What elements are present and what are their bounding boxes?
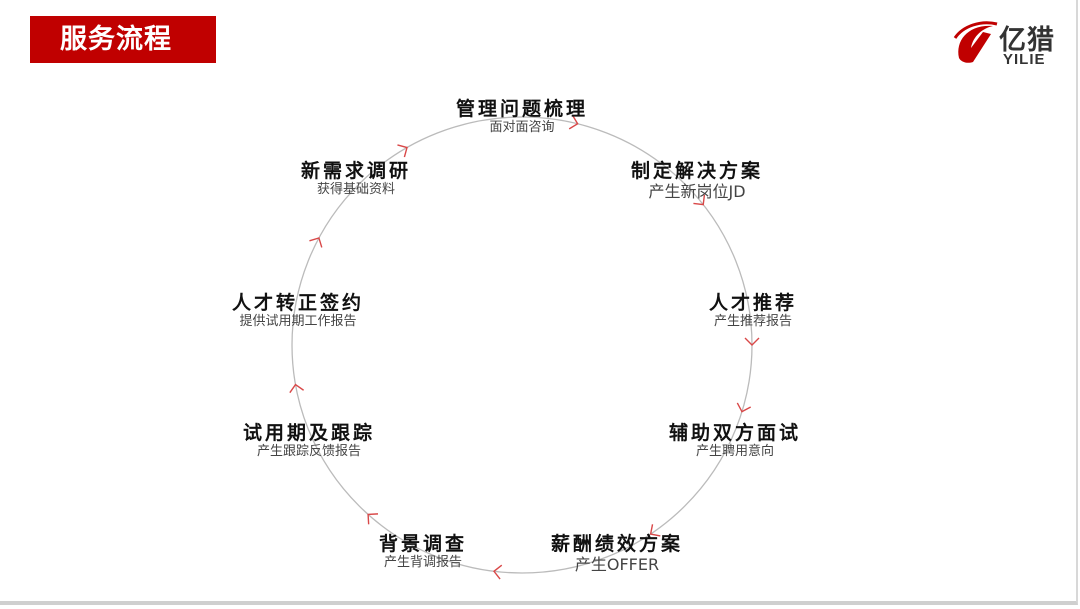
logo-swoosh-icon	[953, 21, 998, 63]
company-logo: 亿猎 YILIE	[953, 18, 1063, 70]
step-title: 辅助双方面试	[668, 422, 802, 444]
logo-english-text: YILIE	[1003, 51, 1046, 68]
step-title: 薪酬绩效方案	[550, 533, 684, 555]
step-subtitle: 提供试用期工作报告	[239, 314, 357, 329]
step-subtitle: 产生聘用意向	[695, 444, 775, 459]
step-subtitle: 产生跟踪反馈报告	[256, 444, 362, 459]
flow-arrow-icon	[492, 564, 503, 580]
flow-arrow-icon	[649, 524, 661, 537]
step-title: 制定解决方案	[630, 160, 764, 182]
flow-arrow-icon	[397, 144, 408, 158]
step-subtitle: 获得基础资料	[316, 182, 396, 197]
flow-arrow-icon	[736, 402, 752, 413]
logo-chinese-text: 亿猎	[999, 25, 1055, 56]
step-subtitle: 面对面咨询	[489, 120, 555, 135]
step-title: 人才推荐	[708, 292, 798, 314]
flow-arrow-icon	[693, 194, 706, 206]
step-title: 试用期及跟踪	[242, 422, 376, 444]
step-background-check: 背景调查 产生背调报告	[379, 533, 467, 571]
page-title: 服务流程	[30, 16, 216, 63]
step-compensation-plan: 薪酬绩效方案 产生OFFER	[551, 533, 683, 575]
step-title: 背景调查	[378, 533, 468, 555]
step-problem-review: 管理问题梳理 面对面咨询	[456, 98, 588, 136]
flow-arrow-icon	[289, 383, 305, 394]
step-title: 人才转正签约	[231, 292, 365, 314]
step-new-demand-research: 新需求调研 获得基础资料	[301, 160, 411, 198]
flow-arrow-icon	[568, 114, 579, 130]
step-subtitle: 产生背调报告	[383, 555, 463, 570]
step-title: 新需求调研	[300, 160, 412, 182]
flow-arrow-icon	[309, 237, 323, 248]
step-talent-recommendation: 人才推荐 产生推荐报告	[709, 292, 797, 330]
step-subtitle: 产生新岗位JD	[648, 182, 746, 201]
step-interview-assist: 辅助双方面试 产生聘用意向	[669, 422, 801, 460]
step-title: 管理问题梳理	[455, 98, 589, 120]
flow-arrow-icon	[367, 513, 379, 525]
step-probation-tracking: 试用期及跟踪 产生跟踪反馈报告	[243, 422, 375, 460]
step-solution-plan: 制定解决方案 产生新岗位JD	[631, 160, 763, 202]
flow-arrow-icon	[744, 337, 760, 346]
step-subtitle: 产生OFFER	[574, 555, 660, 574]
step-subtitle: 产生推荐报告	[713, 314, 793, 329]
step-regularization-signing: 人才转正签约 提供试用期工作报告	[232, 292, 364, 330]
